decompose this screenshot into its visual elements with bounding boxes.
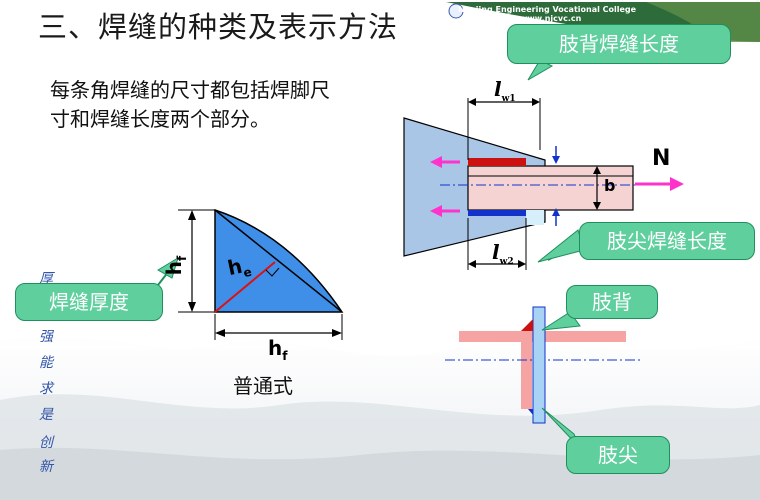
angle-bar — [467, 165, 634, 211]
callout-toe-length: 肢尖焊缝长度 — [579, 222, 755, 260]
back-weld-mark — [521, 319, 533, 331]
college-website: www.njcvc.cn — [520, 14, 582, 23]
college-name-en: Nanjing Engineering Vocational College — [458, 5, 637, 14]
gusset-section — [532, 306, 546, 424]
toe-weld-mark — [528, 409, 533, 415]
callout-back: 肢背 — [566, 285, 658, 319]
callout-toe: 肢尖 — [566, 436, 670, 474]
motto-char: 求 — [39, 381, 53, 397]
throat-line — [214, 261, 276, 313]
lw2-label: lw2 — [492, 240, 514, 267]
slide-title: 三、焊缝的种类及表示方法 — [38, 10, 399, 44]
lw1-label: lw1 — [494, 77, 516, 104]
motto-char: 强 — [39, 329, 53, 345]
callout-weld-thickness: 焊缝厚度 — [15, 283, 163, 321]
hf-horizontal-label: hf — [268, 336, 288, 363]
callout-back-length: 肢背焊缝长度 — [507, 24, 731, 64]
motto-char: 是 — [39, 407, 53, 423]
back-weld — [468, 158, 526, 166]
motto-char: 新 — [39, 459, 53, 475]
force-label: N — [652, 146, 671, 171]
motto-char: 创 — [39, 435, 53, 451]
motto-char: 能 — [39, 355, 53, 371]
description-paragraph: 每条角焊缝的尺寸都包括焊脚尺寸和焊缝长度两个部分。 — [50, 78, 330, 131]
width-label: b — [604, 176, 616, 195]
diagram-caption: 普通式 — [233, 374, 293, 398]
toe-weld — [468, 210, 526, 216]
